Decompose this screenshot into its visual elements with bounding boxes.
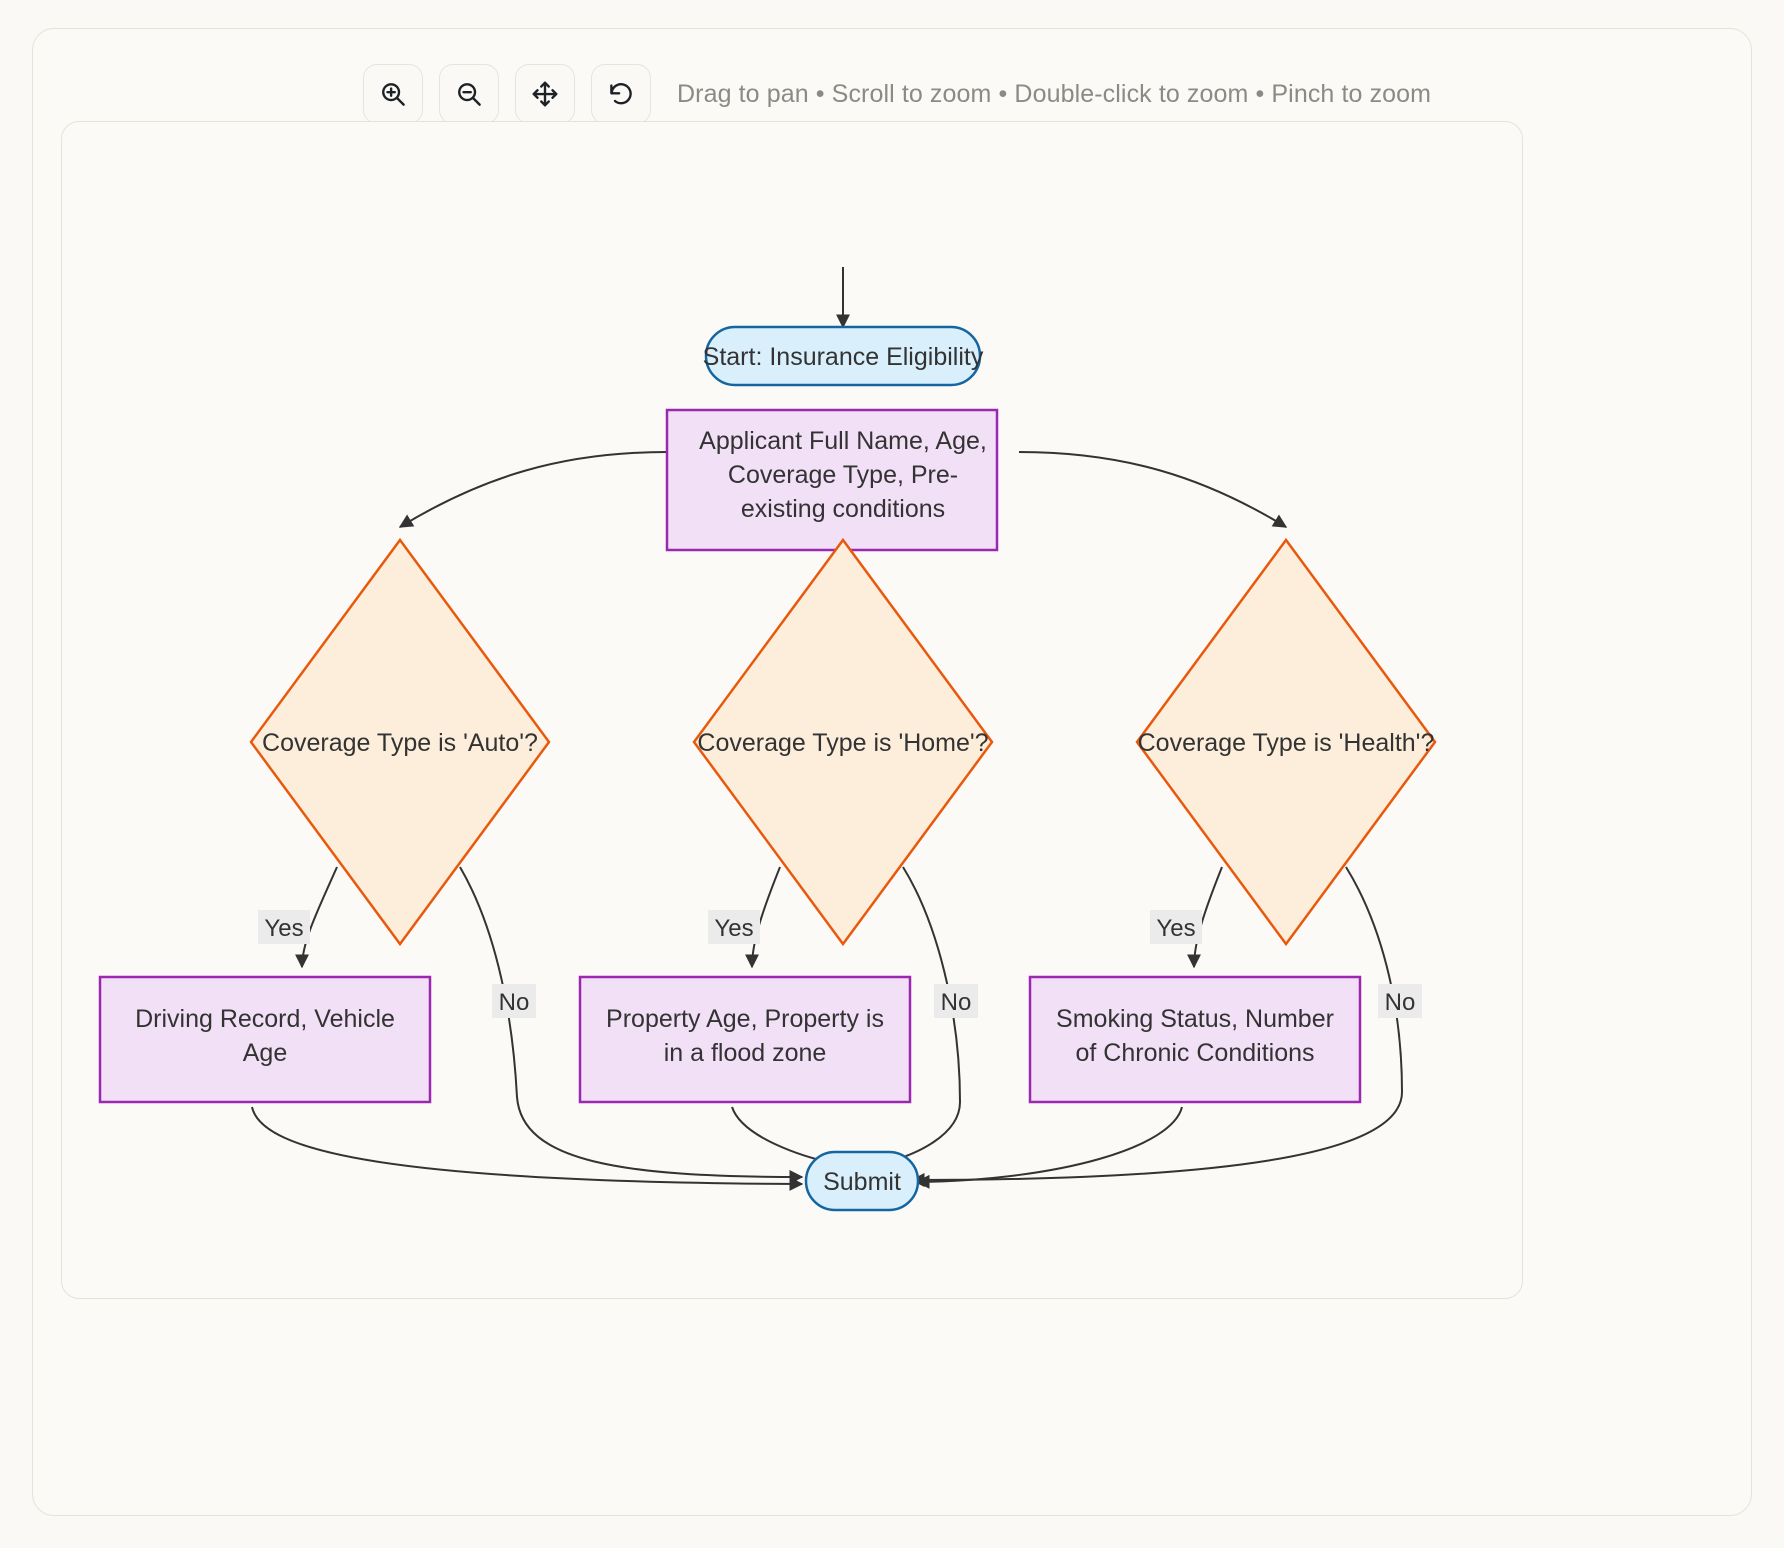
submit-node-shape: [804, 1150, 920, 1212]
reset-icon: [606, 79, 636, 109]
edge-auto-no: [459, 866, 804, 1184]
edge-health-no: [910, 866, 1404, 1187]
process-auto-line-2: Age: [243, 1039, 287, 1067]
process-health-line-2: of Chronic Conditions: [1075, 1039, 1314, 1067]
process-auto-shape: [98, 975, 432, 1104]
zoom-in-button[interactable]: [363, 64, 423, 124]
applicant-node-line-2: Coverage Type, Pre-: [728, 461, 958, 489]
edge-label-health-yes: Yes: [1150, 910, 1202, 944]
zoom-out-icon: [454, 79, 484, 109]
edge-label-bg: [492, 984, 536, 1018]
process-home-line-1: Property Age, Property is: [606, 1005, 884, 1033]
edge-label-home-no-text: No: [941, 989, 972, 1016]
edge-label-home-yes: Yes: [708, 910, 760, 944]
node-process-health[interactable]: Smoking Status, Number of Chronic Condit…: [1028, 975, 1362, 1104]
edge-label-bg: [1378, 984, 1422, 1018]
edge-label-bg: [258, 910, 310, 944]
edge-label-auto-yes-text: Yes: [264, 915, 303, 942]
pan-icon: [530, 79, 560, 109]
decision-auto-label: Coverage Type is 'Auto'?: [262, 729, 538, 757]
edge-pauto-to-submit: [251, 1106, 804, 1191]
edge-label-bg: [708, 910, 760, 944]
edge-label-auto-no: No: [492, 984, 536, 1018]
applicant-node-shape: [665, 408, 999, 552]
node-submit[interactable]: Submit: [804, 1150, 920, 1212]
node-process-home[interactable]: Property Age, Property is in a flood zon…: [578, 975, 912, 1104]
applicant-node-line-3: existing conditions: [741, 495, 945, 523]
edge-label-health-no: No: [1378, 984, 1422, 1018]
edge-group: [251, 267, 1404, 1191]
decision-home-label: Coverage Type is 'Home'?: [697, 729, 988, 757]
viewer-panel: Drag to pan • Scroll to zoom • Double-cl…: [32, 28, 1752, 1516]
interaction-hint: Drag to pan • Scroll to zoom • Double-cl…: [677, 79, 1432, 108]
node-decision-auto[interactable]: Coverage Type is 'Auto'?: [249, 537, 551, 947]
node-applicant[interactable]: Applicant Full Name, Age, Coverage Type,…: [665, 408, 999, 552]
diagram-toolbar: Drag to pan • Scroll to zoom • Double-cl…: [363, 64, 1431, 124]
edge-label-home-yes-text: Yes: [714, 915, 753, 942]
decision-health-label: Coverage Type is 'Health'?: [1138, 729, 1435, 757]
applicant-node-line-1: Applicant Full Name, Age,: [699, 427, 987, 455]
zoom-out-button[interactable]: [439, 64, 499, 124]
reset-view-button[interactable]: [591, 64, 651, 124]
edge-label-health-yes-text: Yes: [1156, 915, 1195, 942]
decision-health-shape: [1135, 537, 1437, 947]
submit-node-label: Submit: [823, 1168, 901, 1196]
edge-applicant-to-health: [1018, 451, 1288, 528]
decision-auto-shape: [249, 537, 551, 947]
edge-label-auto-no-text: No: [499, 989, 530, 1016]
process-home-shape: [578, 975, 912, 1104]
node-process-auto[interactable]: Driving Record, Vehicle Age: [98, 975, 432, 1104]
node-decision-home[interactable]: Coverage Type is 'Home'?: [692, 537, 994, 947]
edge-label-home-no: No: [934, 984, 978, 1018]
zoom-in-icon: [378, 79, 408, 109]
process-auto-line-1: Driving Record, Vehicle: [135, 1005, 395, 1033]
edge-auto-yes: [295, 866, 338, 969]
diagram-canvas[interactable]: Start: Insurance Eligibility Applicant F…: [61, 121, 1523, 1299]
edge-home-no: [860, 866, 962, 1173]
edge-label-auto-yes: Yes: [258, 910, 310, 944]
edge-applicant-to-auto: [398, 451, 668, 528]
edge-phealth-to-submit: [915, 1106, 1183, 1189]
start-node-label: Start: Insurance Eligibility: [703, 343, 984, 371]
start-node-shape: [704, 325, 982, 387]
flowchart-svg[interactable]: Start: Insurance Eligibility Applicant F…: [62, 122, 1523, 1299]
node-start[interactable]: Start: Insurance Eligibility: [703, 325, 984, 387]
edge-label-bg: [934, 984, 978, 1018]
process-home-line-2: in a flood zone: [664, 1039, 827, 1067]
pan-button[interactable]: [515, 64, 575, 124]
node-decision-health[interactable]: Coverage Type is 'Health'?: [1135, 537, 1437, 947]
decision-home-shape: [692, 537, 994, 947]
process-health-line-1: Smoking Status, Number: [1056, 1005, 1334, 1033]
process-health-shape: [1028, 975, 1362, 1104]
edge-label-health-no-text: No: [1385, 989, 1416, 1016]
edge-label-bg: [1150, 910, 1202, 944]
